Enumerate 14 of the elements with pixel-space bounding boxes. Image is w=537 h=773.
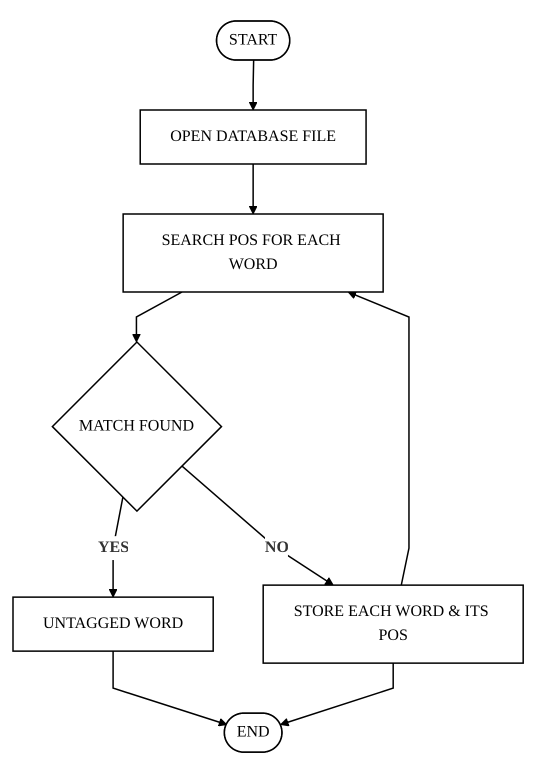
arrow — [249, 164, 258, 214]
arrow — [132, 291, 183, 342]
node-box: SEARCH POS FOR EACH WORD — [122, 213, 384, 293]
edge-label: YES — [98, 539, 130, 556]
arrow — [249, 60, 258, 110]
arrow — [348, 290, 410, 586]
arrow — [182, 465, 334, 586]
node-diamond: MATCH FOUND — [52, 340, 223, 512]
arrow — [280, 663, 394, 726]
node-box: STORE EACH WORD & ITS POS — [262, 584, 524, 664]
arrow — [112, 651, 228, 726]
edge-label: NO — [265, 539, 290, 556]
node-box: OPEN DATABASE FILE — [140, 109, 368, 165]
node-box: UNTAGGED WORD — [12, 596, 214, 652]
